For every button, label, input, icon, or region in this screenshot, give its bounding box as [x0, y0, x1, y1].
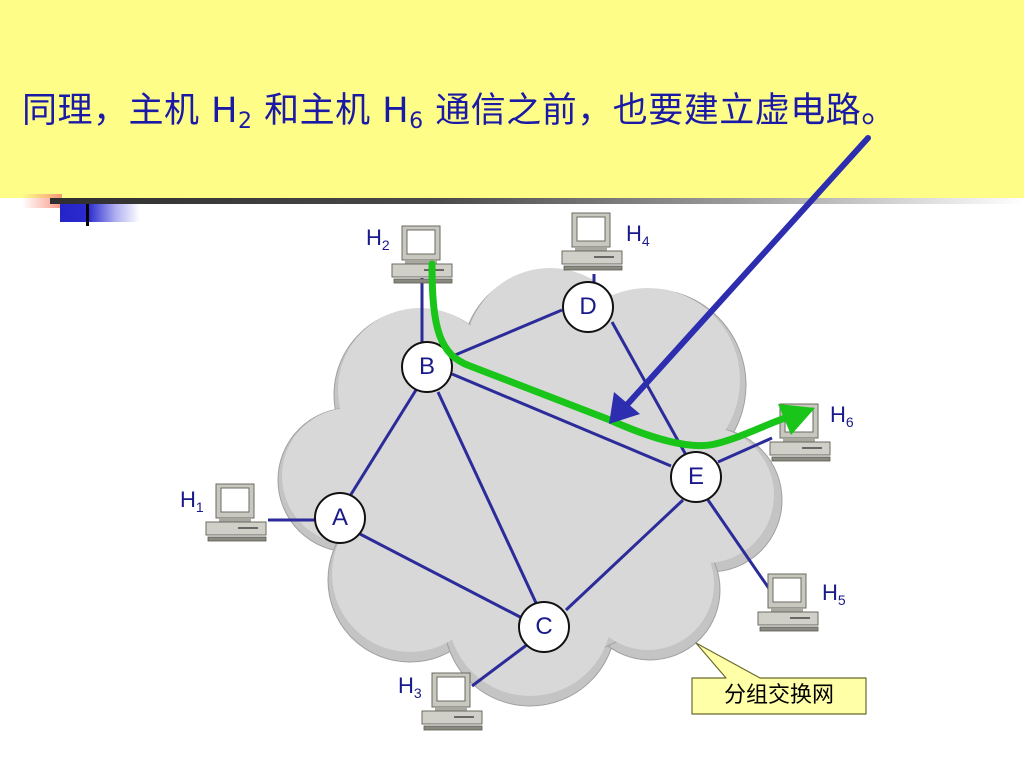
host-label-h4: H4 [626, 221, 650, 249]
virtual-circuit-arrowhead [778, 404, 815, 435]
decor-blue-bar [60, 204, 140, 222]
node-label-b: B [418, 353, 435, 380]
node-label-e: E [687, 463, 704, 490]
node-label-a: A [331, 504, 348, 531]
switch-node-b [401, 341, 453, 393]
host-label-h3: H3 [398, 673, 422, 701]
title-underline [50, 198, 1024, 204]
title-host-h2: H2 [211, 91, 253, 134]
node-label-d: D [579, 293, 597, 320]
decor-tick [86, 204, 89, 226]
host-h4-computer-icon [561, 212, 623, 271]
switch-node-e [670, 451, 722, 503]
virtual-circuit-path [428, 260, 815, 450]
network-callout [691, 642, 867, 715]
title-part-1: 同理，主机 [22, 91, 200, 131]
host-h1-computer-icon [205, 483, 267, 542]
title-pointer-arrow [609, 135, 871, 424]
host-h2-computer-icon [391, 225, 453, 284]
switch-node-c [518, 601, 570, 653]
switch-node-d [562, 281, 614, 333]
host-h5-computer-icon [757, 573, 819, 632]
switch-node-a [314, 492, 366, 544]
title-part-3: 通信之前，也要建立虚电路。 [435, 91, 897, 131]
network-links [268, 274, 773, 688]
host-label-h1: H1 [180, 487, 204, 515]
node-label-c: C [535, 613, 553, 640]
slide-title: 同理，主机 H2 和主机 H6 通信之前，也要建立虚电路。 [22, 82, 897, 134]
title-part-2: 和主机 [264, 91, 371, 131]
decor-red-fade [22, 194, 62, 208]
host-label-h5: H5 [822, 580, 846, 608]
title-host-h6: H6 [382, 91, 424, 134]
title-banner [0, 0, 1024, 198]
callout-label: 分组交换网 [723, 683, 834, 708]
host-label-h6: H6 [830, 402, 854, 430]
host-label-h2: H2 [366, 225, 390, 253]
